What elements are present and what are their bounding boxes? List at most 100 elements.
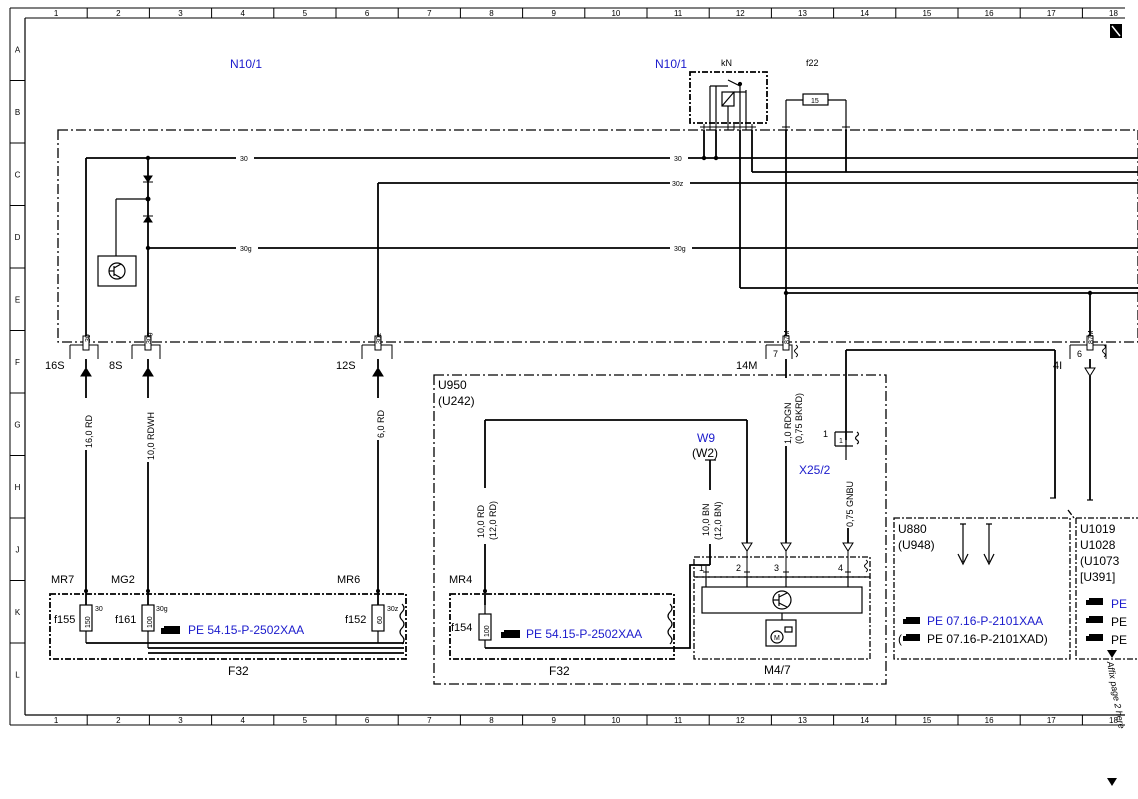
- wire-10rdwh: 10,0 RDWH: [146, 412, 156, 460]
- column-label: 14: [860, 716, 869, 725]
- pin-87m-a: 87M: [784, 330, 791, 344]
- wire-10bn: 10,0 BN: [701, 503, 711, 536]
- f32-mid-box: [449, 593, 675, 660]
- column-label: 7: [427, 716, 432, 725]
- row-label: L: [15, 670, 20, 679]
- row-label: H: [15, 483, 21, 492]
- fuse-100a: 100: [147, 616, 154, 628]
- paren-open: (: [898, 632, 902, 646]
- n10-1-label-right[interactable]: N10/1: [655, 57, 687, 71]
- m47-motor-box: [693, 576, 871, 660]
- column-label: 12: [736, 9, 745, 18]
- module-top-pins: [700, 124, 850, 130]
- row-label: G: [14, 420, 20, 429]
- fuse-100b: 100: [484, 625, 491, 637]
- column-label: 10: [611, 9, 620, 18]
- column-label: 18: [1109, 9, 1118, 18]
- pe-mid-pointer-icon: [501, 630, 520, 638]
- f32-left-box: [49, 593, 407, 660]
- pin-30z: 30z: [376, 332, 383, 344]
- affix-arrow-bottom-icon: [1107, 778, 1117, 786]
- column-label: 13: [798, 9, 807, 18]
- row-label: D: [15, 233, 21, 242]
- column-label: 17: [1047, 716, 1056, 725]
- row-label: E: [15, 295, 20, 304]
- m47-internals: [701, 578, 863, 647]
- transistor-block: [97, 198, 148, 287]
- column-label: 8: [489, 9, 494, 18]
- pe-r2-text: PE: [1111, 615, 1127, 629]
- column-label: 1: [54, 9, 59, 18]
- u880-pointer-icon-1: [903, 617, 920, 624]
- pin-6: 6: [1077, 349, 1082, 359]
- pe-left-pointer-icon: [161, 626, 180, 634]
- u1019-pointer-icons: [1086, 598, 1103, 641]
- m47-label: M4/7: [764, 663, 791, 677]
- column-label: 13: [798, 716, 807, 725]
- x25-pin: 1: [823, 429, 828, 439]
- u242-label: (U242): [438, 394, 475, 408]
- f22-label: f22: [806, 58, 819, 68]
- grid-frame: [9, 7, 1125, 726]
- m47-pin-3: 3: [774, 563, 779, 573]
- row-ticks: [10, 80, 25, 644]
- end-ticks: [1050, 497, 1093, 501]
- mr4-pinpoint: [483, 589, 487, 593]
- m47-pin-4: 4: [838, 563, 843, 573]
- column-label: 6: [365, 716, 370, 725]
- u391-label: [U391]: [1080, 570, 1115, 584]
- bus-30-right: 30: [674, 156, 682, 163]
- column-label: 12: [736, 716, 745, 725]
- row-label: J: [16, 545, 20, 554]
- pe-r1-link[interactable]: PE: [1111, 597, 1127, 611]
- m47-pins: [703, 551, 868, 578]
- wire-075bkrd: (0,75 BKRD): [794, 393, 804, 444]
- column-label: 7: [427, 9, 432, 18]
- column-label: 16: [985, 9, 994, 18]
- u950-box: [433, 374, 887, 685]
- x25-2-connector: [834, 431, 860, 460]
- bus-30g-right: 30g: [674, 246, 686, 253]
- fuse-150: 150: [85, 616, 92, 628]
- pe-0716-xaa-link[interactable]: PE 07.16-P-2101XAA: [927, 614, 1043, 628]
- pe-0716-xad-text: PE 07.16-P-2101XAD): [927, 632, 1048, 646]
- diode-pair: [143, 175, 153, 223]
- bus-junctions: [145, 155, 1093, 296]
- wire-12rd: (12,0 RD): [488, 501, 498, 540]
- fuse-f22: [785, 93, 847, 128]
- pe-r3-text: PE: [1111, 633, 1127, 647]
- f32-left-pinpoints: [84, 589, 380, 593]
- m47-connector-box: [693, 556, 871, 578]
- column-label: 16: [985, 716, 994, 725]
- w2-label: (W2): [692, 446, 718, 460]
- x25-pin-inner: 1: [839, 438, 843, 445]
- column-label: 5: [303, 9, 308, 18]
- row-label: K: [15, 608, 21, 617]
- u880-label: U880: [898, 522, 927, 536]
- mg2-label: MG2: [111, 574, 135, 586]
- module-bottom-connectors: [69, 335, 1107, 359]
- f161-30g: 30g: [156, 606, 168, 613]
- f161-label: f161: [115, 614, 136, 626]
- bus-30-left: 30: [240, 156, 248, 163]
- f152-label: f152: [345, 614, 366, 626]
- bus-breaks: [236, 153, 692, 253]
- n10-1-label-left[interactable]: N10/1: [230, 57, 262, 71]
- f155-30: 30: [95, 606, 103, 613]
- f155-label: f155: [54, 614, 75, 626]
- row-label: C: [15, 170, 21, 179]
- column-label: 14: [860, 9, 869, 18]
- u880-arrows: [957, 523, 995, 566]
- pe-mid-link[interactable]: PE 54.15-P-2502XAA: [526, 627, 642, 641]
- w9-label[interactable]: W9: [697, 431, 715, 445]
- column-label: 1: [54, 716, 59, 725]
- x25-2-label[interactable]: X25/2: [799, 463, 831, 477]
- column-label: 4: [240, 9, 245, 18]
- conn-12s: 12S: [336, 360, 356, 372]
- f32-left-fuses: [79, 603, 405, 654]
- column-label: 3: [178, 716, 183, 725]
- pe-left-link[interactable]: PE 54.15-P-2502XAA: [188, 623, 304, 637]
